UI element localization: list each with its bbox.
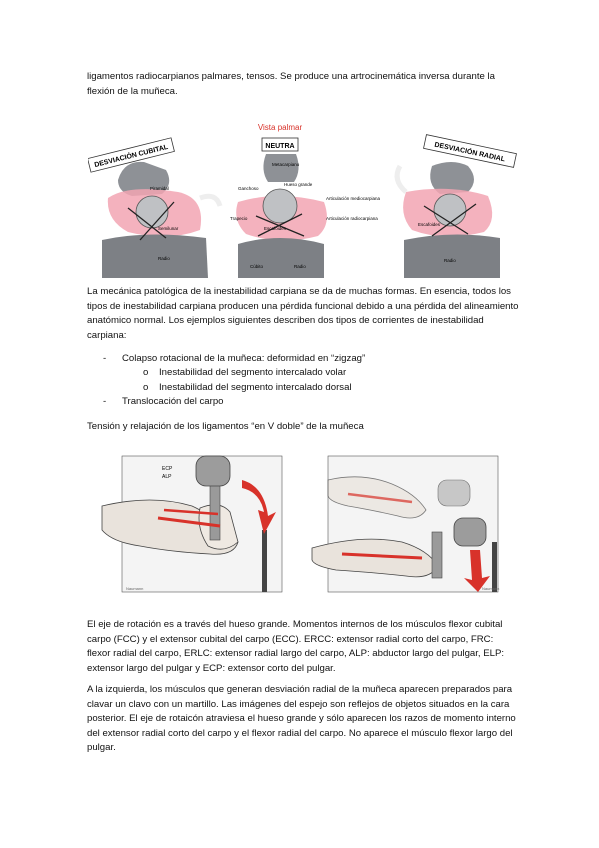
label-center-3: Trapecio xyxy=(230,216,248,221)
nail xyxy=(262,530,267,592)
label-center-4: Escafoides xyxy=(264,226,287,231)
arrow-right-1 xyxy=(423,205,469,235)
label-right-0: Escafoides xyxy=(418,222,441,227)
arrow-right-2 xyxy=(431,203,477,237)
label-left-0: Piramidal xyxy=(150,186,169,191)
sublist-bullet-1: o xyxy=(143,367,149,378)
arm-right xyxy=(311,538,439,578)
label-right-1: Radio xyxy=(444,258,456,263)
arrow-left-2 xyxy=(139,201,175,241)
hammer-svg: ECP ALP Naumann Naumann xyxy=(101,455,499,593)
tendon-right-2 xyxy=(347,492,413,504)
tag-neutral: NEUTRA xyxy=(265,143,294,150)
label-center-1: Ganchoso xyxy=(238,186,259,191)
arrow-center-1 xyxy=(255,215,305,237)
list-item-1: Colapso rotacional de la muñeca: deformi… xyxy=(122,353,366,364)
tendon-left-2 xyxy=(163,508,219,516)
label-center-5: Articulación mediocarpiana xyxy=(326,196,381,201)
rotation-axis-paragraph: El eje de rotación es a través del hueso… xyxy=(87,619,505,674)
list-dash-2: - xyxy=(103,396,107,407)
figure1-title: Vista palmar xyxy=(258,123,303,132)
metacarpal-bone-left xyxy=(118,161,170,196)
panel-neutral: NEUTRA Metacarpiano Ganchoso Hueso grand… xyxy=(230,137,381,278)
red-arrow-left xyxy=(242,480,276,534)
hammer-handle-right xyxy=(431,531,443,579)
list-item-2: Translocación del carpo xyxy=(122,396,224,407)
radius-right xyxy=(404,234,500,278)
wrist-deviation-svg: Vista palmar DESVIACIÓN CUBITAL Piramida… xyxy=(87,123,517,278)
hammer-explanation-paragraph: A la izquierda, los músculos que generan… xyxy=(87,684,516,754)
radius-center xyxy=(238,238,324,278)
hammer-figure: ECP ALP Naumann Naumann xyxy=(92,450,522,600)
radius-left xyxy=(102,234,208,278)
tendon-right-1 xyxy=(341,552,423,560)
panel-hammer-right: Naumann xyxy=(311,455,499,593)
figure2-caption: Tensión y relajación de los ligamentos “… xyxy=(87,421,364,432)
panel-hammer-left: ECP ALP Naumann xyxy=(101,455,283,593)
hammer-head-right xyxy=(453,517,487,547)
capitate-center xyxy=(262,188,298,224)
nail-right xyxy=(492,542,497,592)
hammer-handle-left xyxy=(209,479,221,541)
label-center-7: Cúbito xyxy=(250,264,264,269)
signature-right: Naumann xyxy=(482,586,499,591)
metacarpal-bone-center xyxy=(263,154,299,182)
label-center-0: Metacarpiano xyxy=(272,162,300,167)
wrist-deviation-figure: Vista palmar DESVIACIÓN CUBITAL Piramida… xyxy=(87,120,520,278)
sublist-item-2: Inestabilidad del segmento intercalado d… xyxy=(159,382,352,393)
tag-neutral-box xyxy=(261,137,299,152)
instability-paragraph: La mecánica patológica de la inestabilid… xyxy=(87,286,519,341)
list-dash-1: - xyxy=(103,353,107,364)
tendon-left-1 xyxy=(157,516,221,528)
panel-ulnar-deviation: DESVIACIÓN CUBITAL Piramidal Semilunar R… xyxy=(87,137,223,278)
tag-ulnar-box xyxy=(87,137,175,173)
panel-radial-deviation: DESVIACIÓN RADIAL Escafoides Radio xyxy=(394,134,517,278)
tag-radial-box xyxy=(423,134,517,168)
label-ecp: ECP xyxy=(162,466,173,472)
label-center-2: Hueso grande xyxy=(284,182,313,187)
arrow-center-2 xyxy=(257,213,303,237)
signature-left: Naumann xyxy=(126,586,143,591)
sublist-item-1: Inestabilidad del segmento intercalado v… xyxy=(159,367,347,378)
red-arrow-right xyxy=(464,550,490,592)
sublist-bullet-2: o xyxy=(143,382,149,393)
label-left-1: Semilunar xyxy=(158,226,179,231)
hammer-head-left xyxy=(195,455,231,487)
label-left-2: Radio xyxy=(158,256,170,261)
label-alp: ALP xyxy=(162,474,172,480)
capitate-left xyxy=(135,195,169,229)
arrow-white-left xyxy=(199,193,223,207)
arrow-left-1 xyxy=(127,207,167,239)
label-center-6: Articulación radiocarpiana xyxy=(326,216,378,221)
arrow-white-right xyxy=(394,164,408,194)
label-center-8: Radio xyxy=(294,264,306,269)
metacarpal-bone-right xyxy=(430,162,474,194)
intro-paragraph: ligamentos radiocarpianos palmares, tens… xyxy=(87,71,495,97)
hammer-head-mirror xyxy=(437,479,471,507)
